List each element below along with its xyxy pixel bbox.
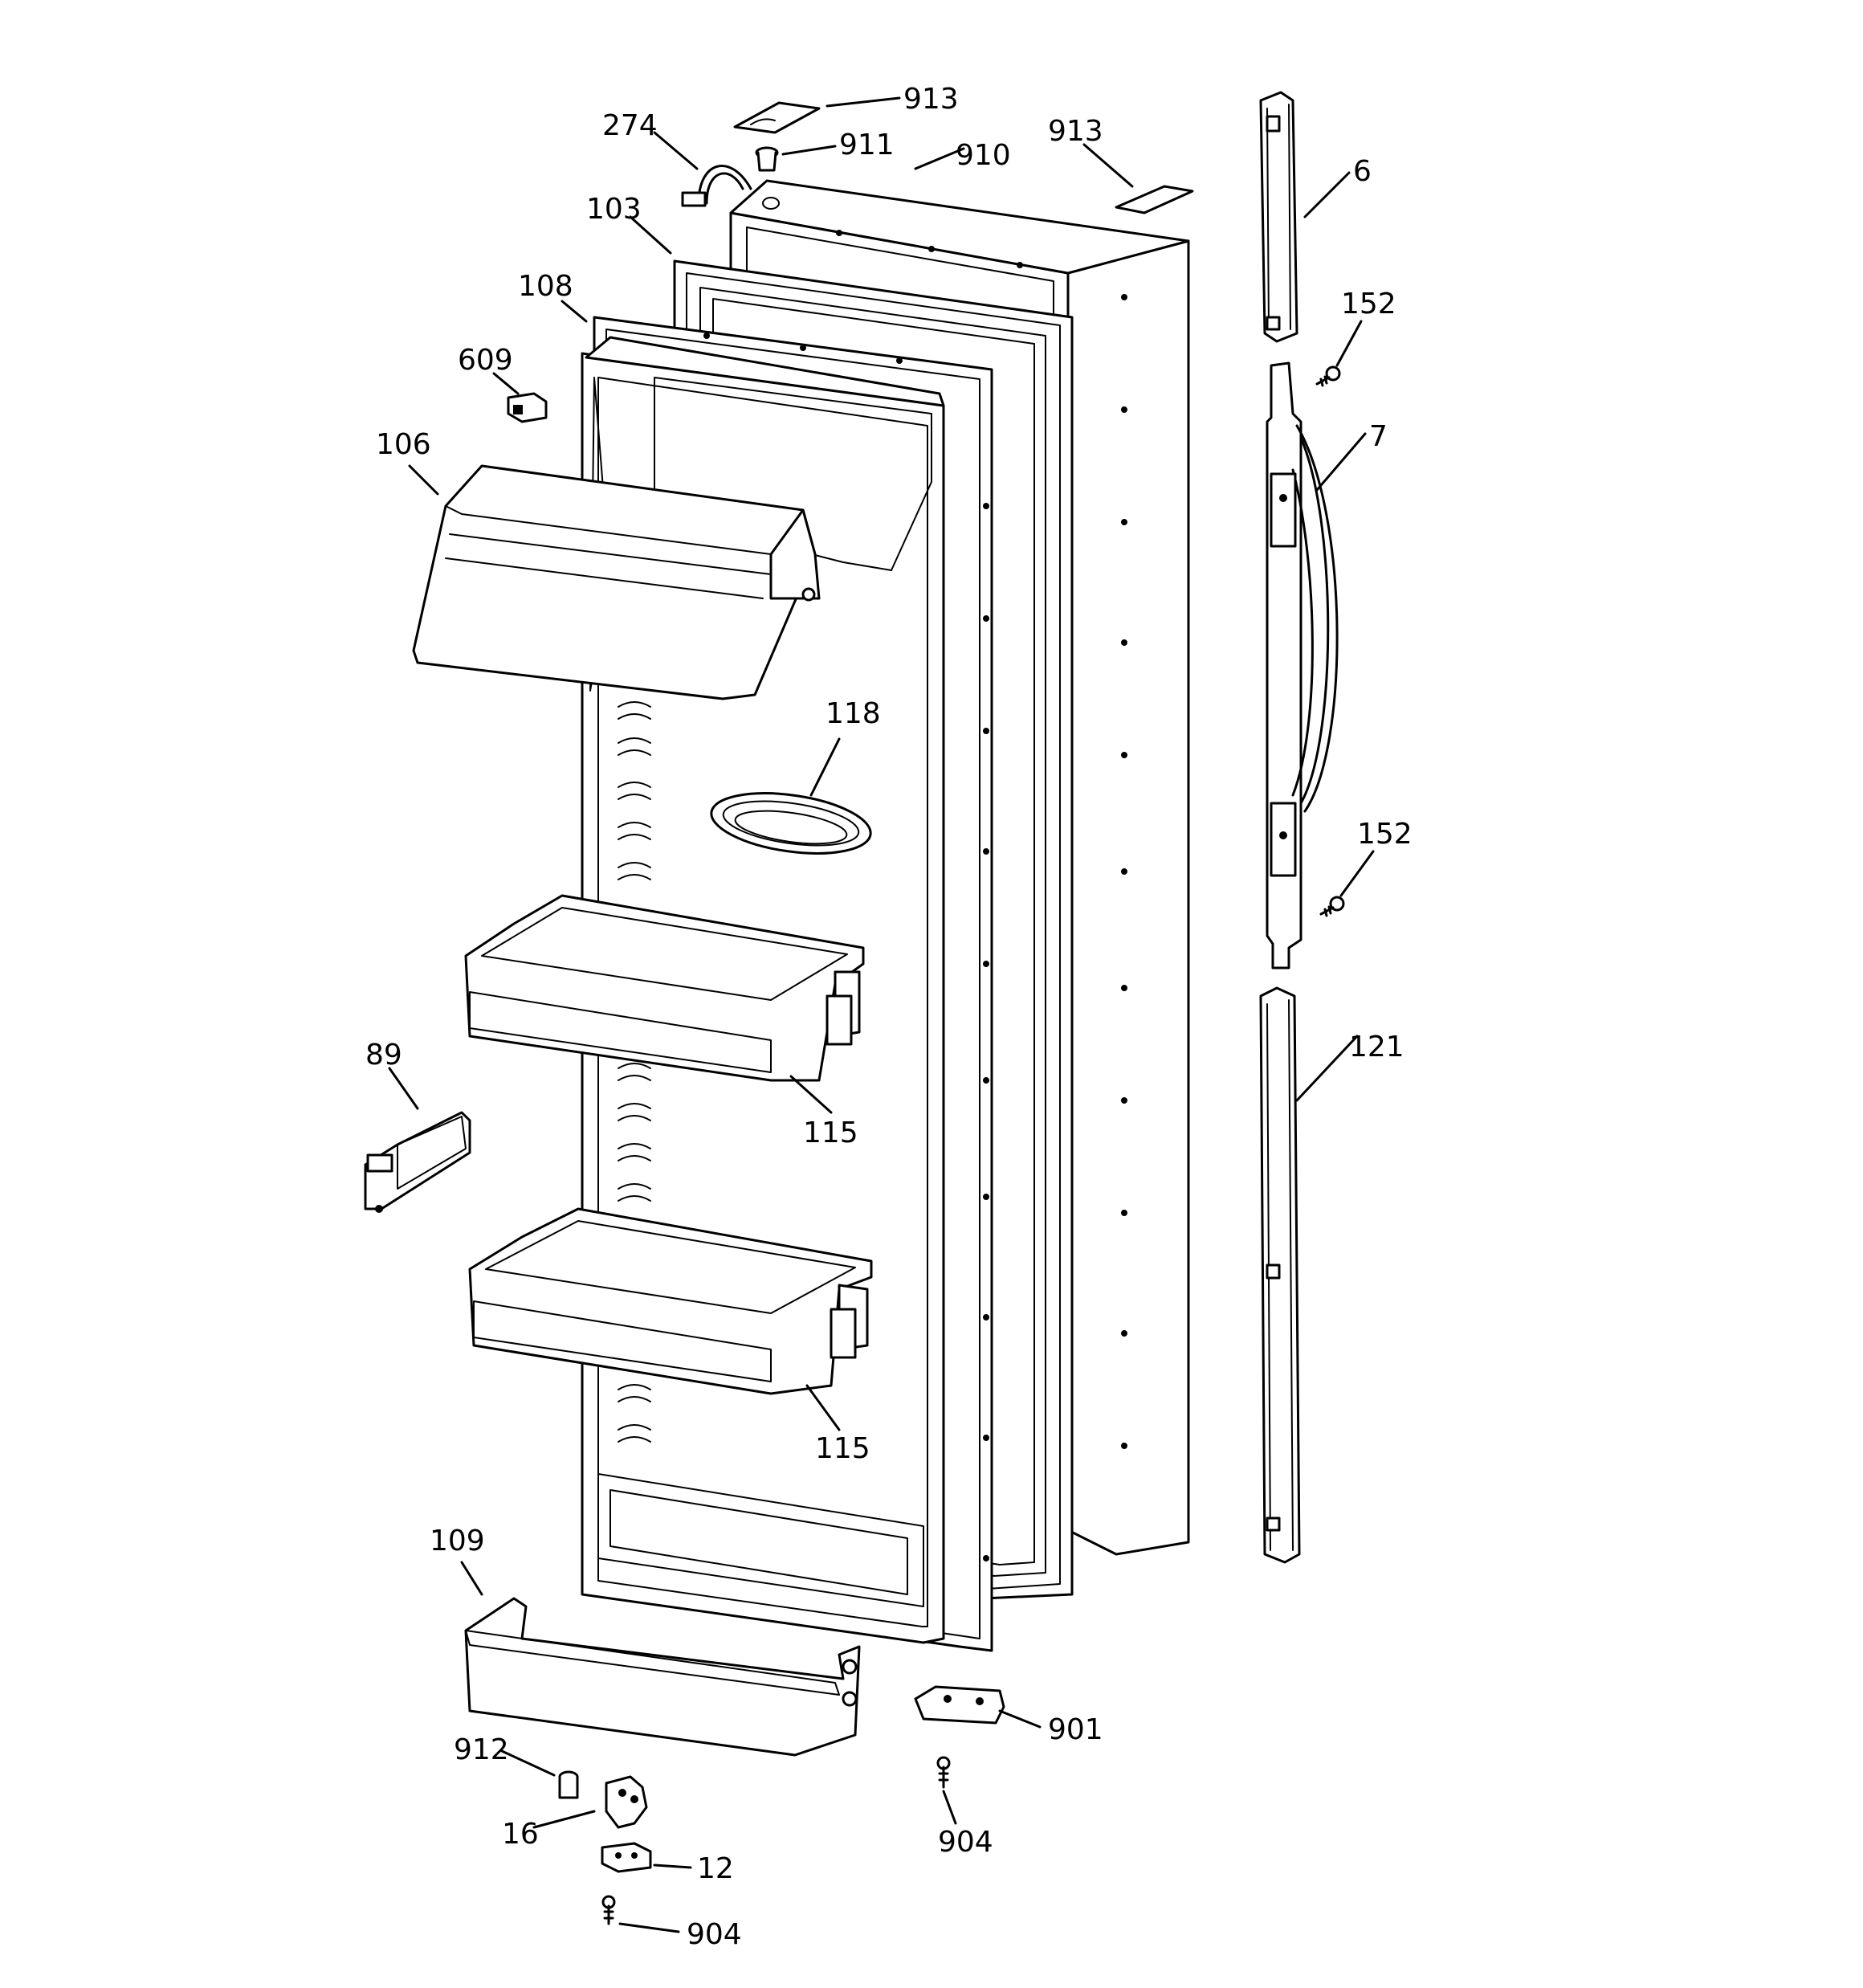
- callout-121: 121: [1349, 1031, 1404, 1063]
- callout-109: 109: [430, 1525, 485, 1557]
- callout-912: 912: [454, 1733, 509, 1766]
- callout-labels: 913 274 911 910 913 6 103 108 152 609 10…: [365, 83, 1413, 1951]
- callout-152-lower: 152: [1357, 818, 1413, 851]
- callout-913-top: 913: [903, 83, 959, 116]
- hinge-cover-901: [914, 1685, 1005, 1725]
- callout-115-lower: 115: [815, 1432, 870, 1465]
- screw-904-right: [936, 1756, 951, 1789]
- callout-108: 108: [518, 270, 573, 303]
- oval-tray-118: [710, 792, 872, 855]
- bracket-12: [601, 1842, 652, 1873]
- bottom-bin-109: [464, 1597, 861, 1757]
- callout-913-right: 913: [1048, 115, 1103, 148]
- liner-dots: [703, 333, 989, 1561]
- door-bin-115-lower: [468, 1207, 873, 1395]
- shelf-studs: [618, 701, 651, 1443]
- handle-7: [1266, 361, 1339, 970]
- callout-115-upper: 115: [803, 1116, 858, 1149]
- callout-910: 910: [956, 139, 1011, 172]
- trim-6: [1259, 91, 1298, 343]
- screw-904-bottom: [601, 1895, 616, 1925]
- callout-901: 901: [1048, 1713, 1103, 1746]
- callout-12: 12: [697, 1852, 734, 1885]
- cap-912: [558, 1770, 579, 1799]
- callout-274: 274: [602, 109, 658, 142]
- callout-609: 609: [458, 344, 513, 377]
- leader-lines: [388, 96, 1375, 1933]
- callout-152-upper: 152: [1341, 288, 1396, 320]
- part-89: [364, 1111, 471, 1213]
- harness-274: [681, 165, 752, 207]
- tape-913-top: [733, 101, 821, 134]
- callout-118: 118: [826, 697, 881, 730]
- callout-911: 911: [839, 129, 895, 161]
- door-bin-115-upper: [464, 894, 865, 1082]
- plug-911: [755, 146, 779, 172]
- callout-6: 6: [1353, 155, 1372, 188]
- dairy-cover-106: [412, 464, 821, 700]
- screw-152-lower: [1319, 896, 1345, 917]
- callout-904-bottom: 904: [687, 1918, 742, 1951]
- switch-609: [507, 392, 548, 423]
- tape-913-right: [1115, 185, 1194, 214]
- hinge-16: [605, 1775, 648, 1829]
- trim-121: [1259, 986, 1301, 1564]
- callout-89: 89: [365, 1039, 402, 1072]
- callout-16: 16: [502, 1818, 539, 1851]
- callout-7: 7: [1369, 420, 1388, 453]
- screw-152-upper: [1315, 365, 1341, 387]
- callout-106: 106: [376, 428, 431, 461]
- callout-103: 103: [586, 193, 642, 226]
- callout-904-right: 904: [938, 1826, 993, 1859]
- shell-screw-holes: [836, 230, 1127, 1449]
